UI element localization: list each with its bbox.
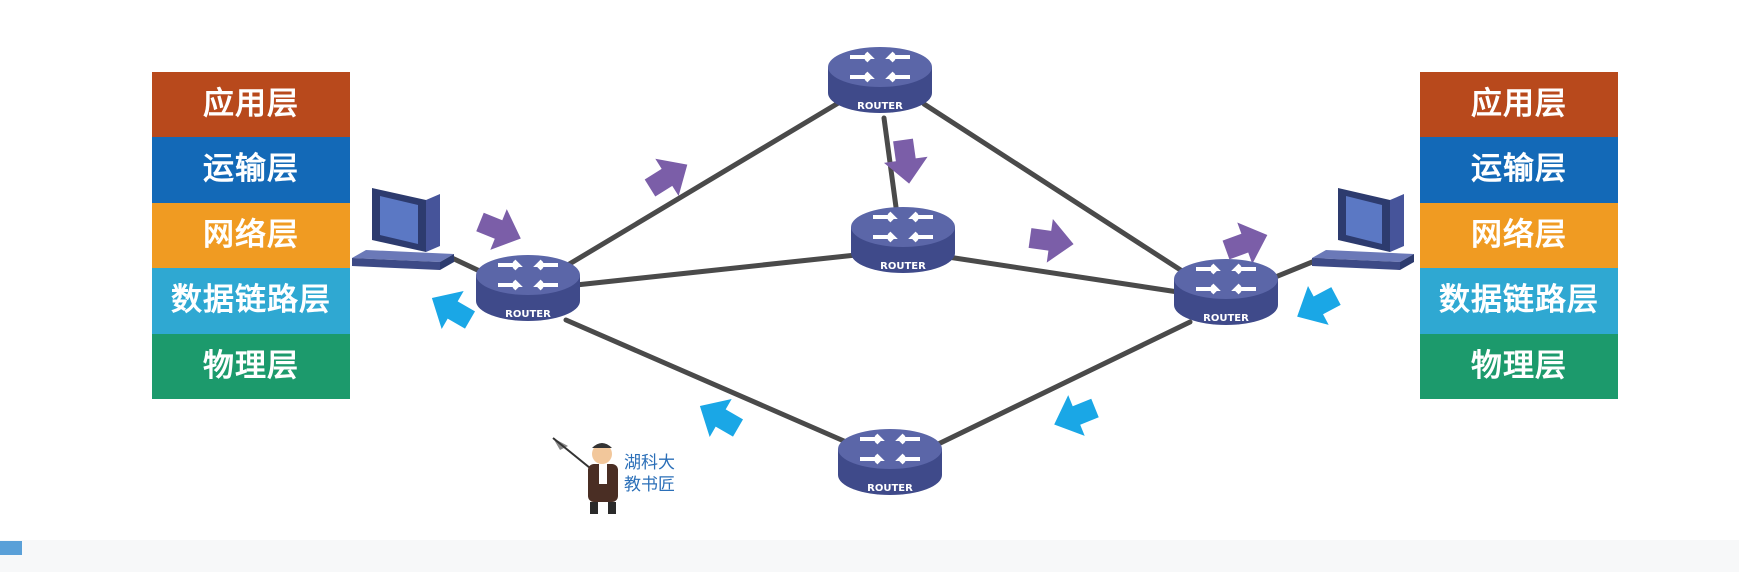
layer-network-left: 网络层	[152, 202, 350, 269]
bottom-bar	[0, 540, 1739, 572]
router-right-label: ROUTER	[1203, 313, 1249, 324]
protocol-stack-left: 应用层 运输层 网络层 数据链路层 物理层	[152, 72, 350, 399]
watermark-text: 湖科大 教书匠	[624, 453, 675, 495]
router-top-icon: ROUTER	[828, 47, 932, 113]
layer-physical-left: 物理层	[152, 333, 350, 399]
link-rtop-r4	[921, 101, 1199, 283]
progress-marker	[0, 541, 22, 555]
router-bottom-label: ROUTER	[867, 483, 913, 494]
layer-physical-right: 物理层	[1420, 333, 1618, 399]
layer-transport-left: 运输层	[152, 137, 350, 203]
router-middle-label: ROUTER	[880, 261, 926, 272]
arrow-forward-1	[476, 209, 521, 250]
link-r1-rbot	[563, 317, 863, 451]
arrow-return-1	[1297, 285, 1341, 325]
link-rbot-r4	[927, 319, 1193, 451]
link-rtop-rmid	[881, 115, 901, 225]
router-top-label: ROUTER	[857, 101, 903, 112]
protocol-stack-right: 应用层 运输层 网络层 数据链路层 物理层	[1420, 72, 1618, 399]
link-rmid-r4	[945, 254, 1181, 295]
computer-right-icon	[1312, 188, 1414, 270]
router-left-label: ROUTER	[505, 309, 551, 320]
arrow-return-3	[699, 398, 743, 438]
link-r1-rmid	[573, 252, 859, 288]
layer-transport-right: 运输层	[1420, 137, 1618, 203]
router-right-icon: ROUTER	[1174, 259, 1278, 325]
teacher-mascot-icon	[552, 437, 618, 514]
router-left-icon: ROUTER	[476, 255, 580, 321]
link-r1-rtop	[553, 99, 843, 275]
layer-application-left: 应用层	[152, 72, 350, 138]
arrow-forward-4	[1028, 218, 1074, 263]
layer-datalink-left: 数据链路层	[152, 268, 350, 334]
layer-network-right: 网络层	[1420, 202, 1618, 269]
arrow-forward-2	[644, 158, 688, 197]
layer-application-right: 应用层	[1420, 72, 1618, 138]
arrow-forward-5	[1222, 222, 1268, 264]
arrow-forward-3	[883, 138, 928, 184]
router-middle-icon: ROUTER	[851, 207, 955, 273]
arrow-return-4	[431, 290, 475, 330]
router-bottom-icon: ROUTER	[838, 429, 942, 495]
layer-datalink-right: 数据链路层	[1420, 268, 1618, 334]
computer-left-icon	[352, 188, 454, 270]
arrow-return-2	[1054, 395, 1099, 436]
